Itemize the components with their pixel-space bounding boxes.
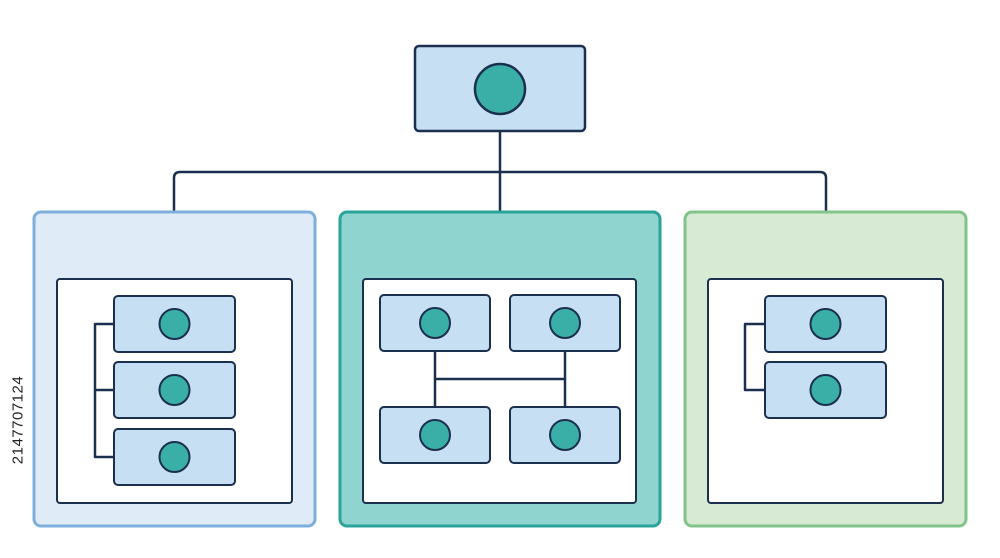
middle-node-4 bbox=[509, 406, 621, 464]
root-circle-icon bbox=[473, 62, 527, 116]
right-node-1 bbox=[764, 295, 887, 353]
left-node-1 bbox=[113, 295, 236, 353]
stock-id-text: 2147707124 bbox=[6, 310, 30, 530]
right-node-2 bbox=[764, 361, 887, 419]
connector-lines bbox=[172, 131, 828, 212]
root-node bbox=[413, 44, 587, 133]
left-group-nodes bbox=[93, 295, 236, 486]
right-group-nodes bbox=[743, 295, 887, 419]
left-node-2 bbox=[113, 361, 236, 419]
middle-group-nodes bbox=[379, 294, 621, 464]
stock-id-label: 2147707124 bbox=[9, 375, 27, 465]
right-node-1-circle-icon bbox=[809, 308, 842, 340]
middle-node-3 bbox=[379, 406, 491, 464]
branch-line bbox=[172, 170, 828, 212]
right-bracket-line bbox=[743, 322, 765, 392]
middle-node-2-circle-icon bbox=[549, 307, 581, 339]
middle-node-4-circle-icon bbox=[549, 419, 581, 451]
middle-node-1 bbox=[379, 294, 491, 352]
middle-node-3-circle-icon bbox=[419, 419, 451, 451]
left-node-2-circle-icon bbox=[158, 374, 191, 406]
left-node-3-circle-icon bbox=[158, 441, 191, 473]
left-node-3 bbox=[113, 428, 236, 486]
middle-node-1-circle-icon bbox=[419, 307, 451, 339]
middle-node-2 bbox=[509, 294, 621, 352]
group-panels bbox=[32, 210, 968, 528]
left-node-1-circle-icon bbox=[158, 308, 191, 340]
right-node-2-circle-icon bbox=[809, 374, 842, 406]
